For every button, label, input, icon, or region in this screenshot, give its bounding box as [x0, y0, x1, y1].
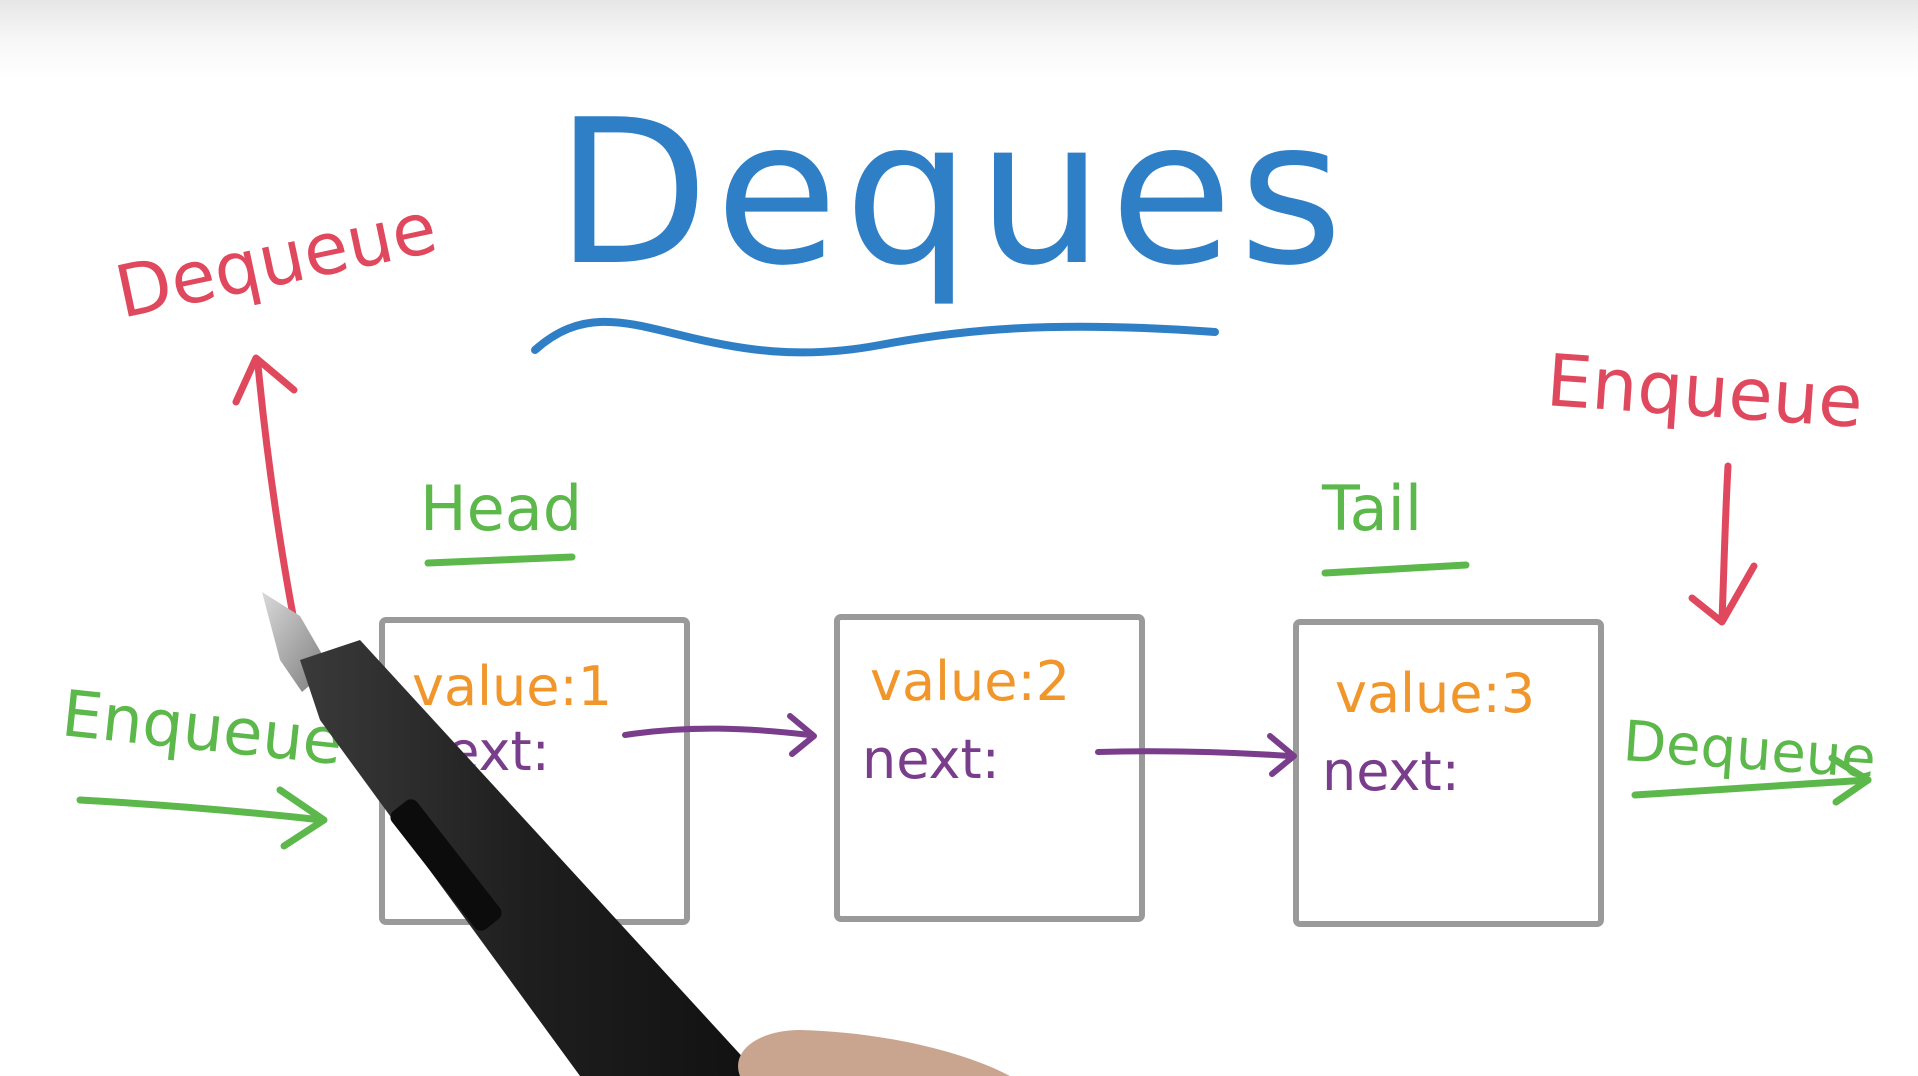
- node-2-next-pointer: [1095, 748, 1293, 759]
- node-2-next: next:: [862, 728, 1000, 791]
- left-enqueue-label: Enqueue: [58, 677, 346, 780]
- tail-underline: [1321, 561, 1470, 577]
- diagram-title: Deques: [555, 77, 1349, 310]
- right-dequeue-arrow: [1631, 776, 1872, 799]
- node-2: value:2 next:: [834, 614, 1145, 922]
- node-2-next-pointer-head: [1267, 733, 1297, 777]
- pen-clip: [390, 799, 502, 931]
- node-3-value: value:3: [1335, 662, 1535, 725]
- right-enqueue-arrow: [1718, 462, 1732, 624]
- hand-fingertip: [738, 1030, 1010, 1076]
- right-enqueue-label: Enqueue: [1544, 338, 1866, 444]
- node-3: value:3 next:: [1293, 619, 1604, 927]
- pen-barrel: [300, 640, 760, 1076]
- node-1-next-pointer: [622, 725, 813, 738]
- right-enqueue-arrowhead: [1688, 562, 1758, 626]
- title-underline: [531, 317, 1219, 357]
- left-enqueue-arrow: [76, 796, 326, 824]
- node-3-box: [1293, 619, 1604, 927]
- node-2-value: value:2: [870, 650, 1070, 713]
- node-1-next-pointer-head: [787, 713, 817, 757]
- left-enqueue-arrowhead: [276, 786, 328, 850]
- right-dequeue-arrowhead: [1828, 754, 1872, 806]
- head-underline: [424, 553, 576, 567]
- head-label: Head: [420, 472, 582, 545]
- tail-label: Tail: [1321, 472, 1422, 545]
- node-3-next: next:: [1322, 740, 1460, 803]
- left-dequeue-arrowhead: [232, 354, 298, 406]
- stylus-pen: [262, 592, 1010, 1076]
- left-dequeue-label: Dequeue: [108, 185, 444, 335]
- node-1-value: value:1: [412, 655, 612, 718]
- node-2-box: [834, 614, 1145, 922]
